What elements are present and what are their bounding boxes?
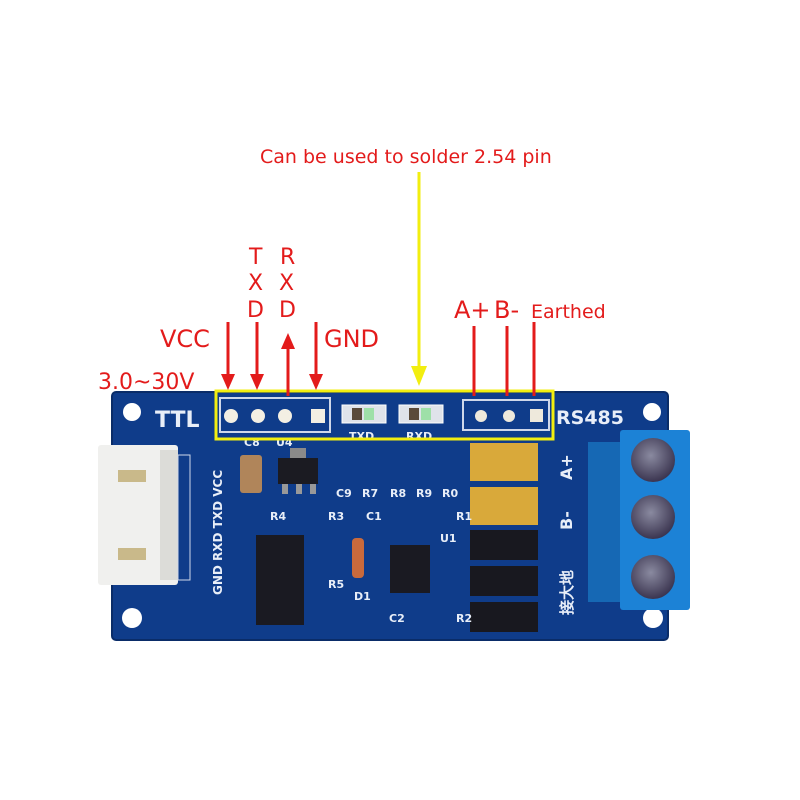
svg-text:X: X [248,271,263,296]
mount-hole [123,403,141,421]
earthed-label: Earthed [531,301,606,323]
svg-text:D: D [247,298,264,323]
svg-text:R2: R2 [456,612,472,625]
screw-terminal-block [588,430,690,610]
ttl-label: TTL [155,408,200,433]
svg-text:C9: C9 [336,487,352,500]
txd-label: T X D [247,245,264,323]
screw-icon [631,555,675,599]
svg-text:U1: U1 [440,532,457,545]
red-arrows [221,322,536,396]
solder-area-highlight [214,389,555,441]
vcc-label: VCC [160,325,210,353]
connector-pin-labels: GND RXD TXD VCC [211,470,225,595]
jst-connector [98,445,191,585]
pcb-board: TTL RS485 TXD RXD [98,391,690,641]
rxd-label: R X D [279,245,296,323]
svg-text:R7: R7 [362,487,378,500]
svg-text:T: T [248,245,263,270]
b-minus-label: B- [494,296,519,324]
svg-text:C2: C2 [389,612,405,625]
yellow-arrow [411,172,427,386]
svg-text:R4: R4 [270,510,286,523]
svg-text:R0: R0 [442,487,458,500]
svg-text:R8: R8 [390,487,406,500]
svg-text:R1: R1 [456,510,472,523]
screw-icon [631,438,675,482]
svg-text:R3: R3 [328,510,344,523]
a-plus-label: A+ [454,296,491,324]
ground-label: 接大地 [558,570,576,615]
svg-text:X: X [279,271,294,296]
screw-icon [631,495,675,539]
svg-text:R5: R5 [328,578,344,591]
svg-text:D: D [279,298,296,323]
rs485-header-pins [475,409,543,422]
mount-hole [122,608,142,628]
solder-note: Can be used to solder 2.54 pin [260,146,552,168]
txd-led-label: TXD [349,430,374,443]
svg-text:C1: C1 [366,510,382,523]
rxd-led-label: RXD [406,430,432,443]
mount-hole [643,608,663,628]
svg-text:R9: R9 [416,487,432,500]
terminal-b-label: B- [557,511,576,530]
ttl-header-pins [224,409,325,423]
svg-text:R: R [280,245,295,270]
components [240,443,538,632]
svg-text:D1: D1 [354,590,371,603]
voltage-label: 3.0~30V [98,370,194,395]
mount-hole [643,403,661,421]
gnd-label: GND [324,325,379,353]
rs485-label: RS485 [556,407,624,429]
terminal-a-label: A+ [557,454,576,480]
